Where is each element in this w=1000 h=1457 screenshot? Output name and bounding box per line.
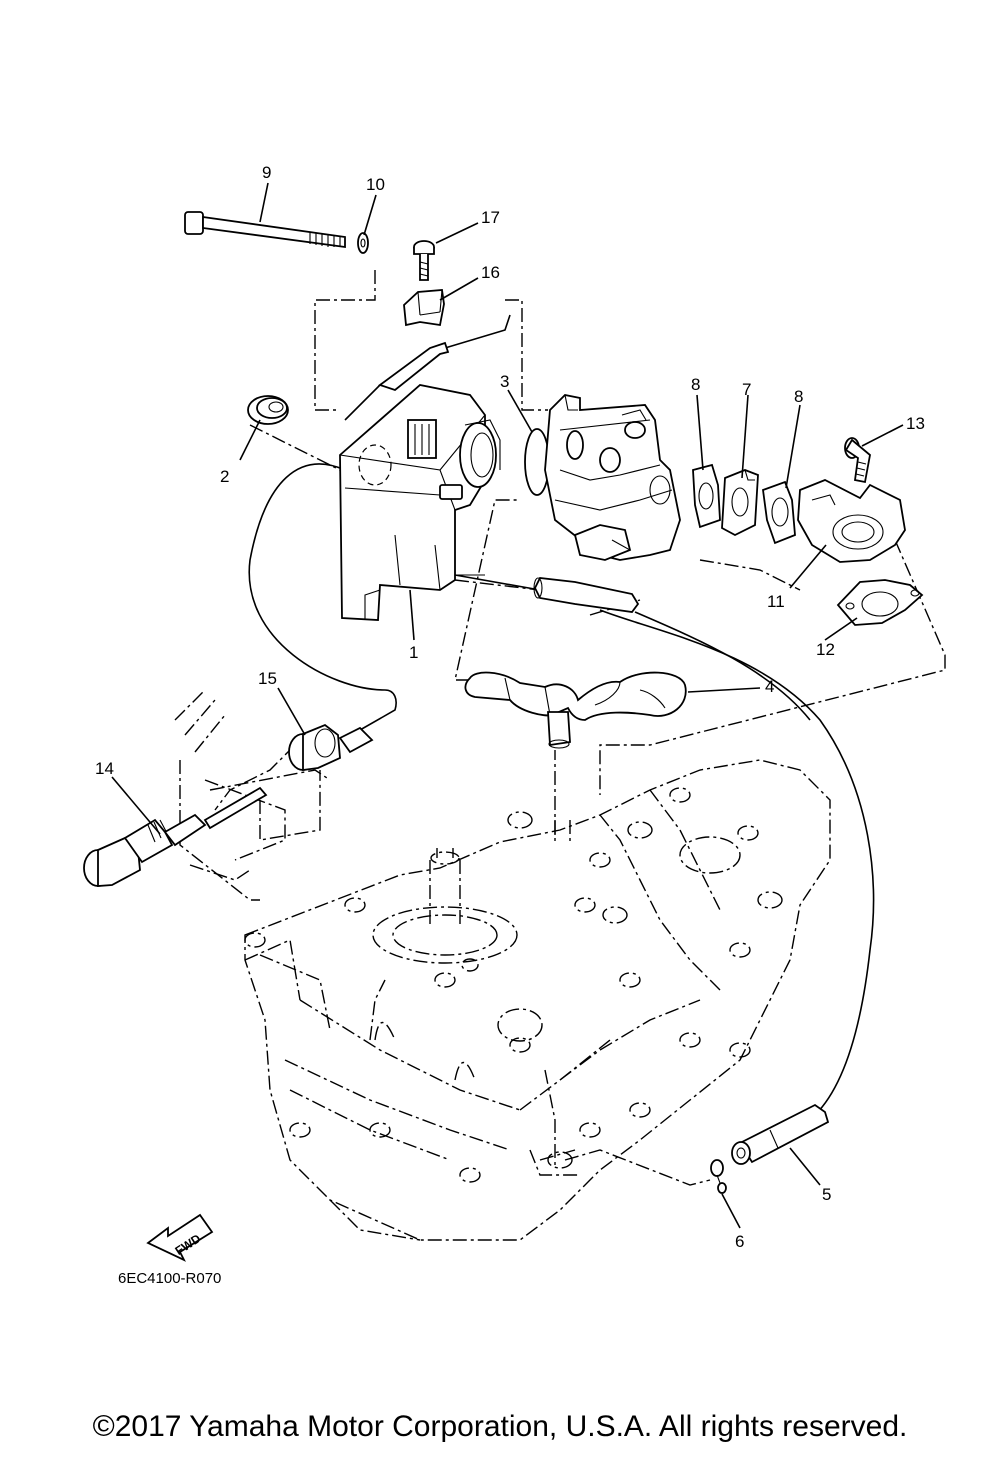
callout-8-left: 8 [691, 375, 700, 394]
callout-5: 5 [822, 1185, 831, 1204]
part-1-silencer [339, 384, 501, 621]
part-7-spacer [721, 469, 759, 537]
callout-leaders [111, 182, 904, 1229]
callout-11: 11 [767, 592, 785, 611]
part-8-gasket-left [692, 463, 721, 529]
callout-15: 15 [258, 669, 277, 688]
callout-1: 1 [409, 643, 418, 662]
hose-short [533, 577, 640, 613]
bottom-cowl-outline [174, 689, 331, 901]
part-12-gasket [836, 579, 924, 626]
callout-13: 13 [906, 414, 925, 433]
callout-7: 7 [742, 380, 751, 399]
callout-17: 17 [481, 208, 500, 227]
part-8-gasket-right [762, 480, 796, 545]
part-5-pipe [731, 1103, 830, 1165]
figure-id: 6EC4100-R070 [118, 1270, 221, 1287]
part-9-bolt [184, 211, 346, 249]
copyright-notice: ©2017 Yamaha Motor Corporation, U.S.A. A… [92, 1410, 908, 1443]
callout-8-right: 8 [794, 387, 803, 406]
callouts: 9 10 17 16 3 8 7 8 13 2 1 11 12 12 4 15 … [95, 163, 925, 1251]
part-11-intake-manifold [797, 479, 906, 563]
part-17-screw [413, 240, 435, 281]
choke-rod [344, 314, 511, 421]
callout-12-label: 12 [816, 640, 835, 659]
callout-6: 6 [735, 1232, 744, 1251]
part-2-grommet [247, 395, 289, 425]
engine-block-outline [244, 759, 831, 1241]
part-6-clip [710, 1159, 727, 1194]
callout-16: 16 [481, 263, 500, 282]
callout-10: 10 [366, 175, 385, 194]
part-14-choke-knob [83, 786, 268, 887]
part-4-hose [464, 671, 687, 749]
part-15-grommet [288, 723, 374, 772]
callout-4: 4 [765, 677, 774, 696]
hoses [248, 463, 875, 1116]
callout-2: 2 [220, 467, 229, 486]
callout-14: 14 [95, 759, 114, 778]
callout-3: 3 [500, 372, 509, 391]
callout-9: 9 [262, 163, 271, 182]
part-10-washer [357, 232, 369, 254]
carburetor [544, 394, 681, 561]
part-13-bolt [844, 437, 871, 484]
part-16-clamp [403, 289, 445, 327]
fwd-arrow-icon: FWD [146, 1213, 214, 1262]
